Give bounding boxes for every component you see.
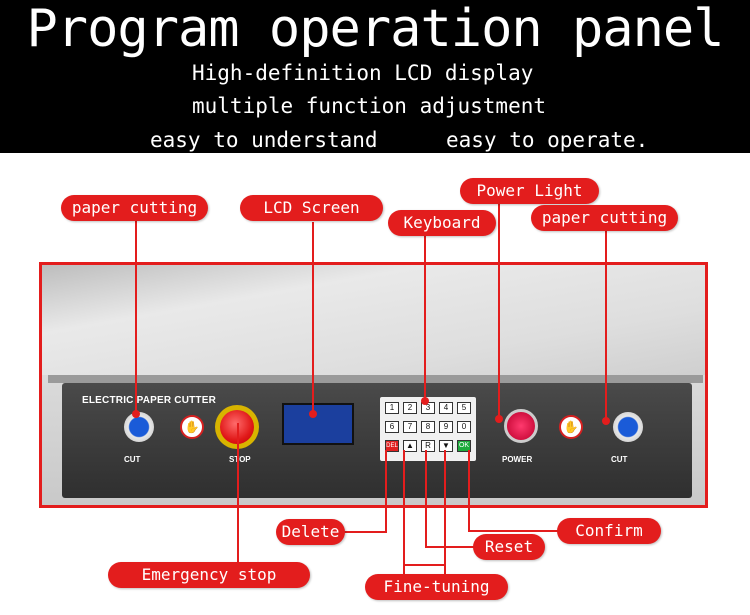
key-1[interactable]: 1 (385, 402, 399, 414)
key-9[interactable]: 9 (439, 421, 453, 433)
callout-line-fine-up (403, 450, 405, 578)
panel-brand-label: ELECTRIC PAPER CUTTER (82, 395, 217, 406)
callout-hline-reset (425, 546, 475, 548)
callout-reset: Reset (473, 534, 545, 560)
machine-panel-lip (48, 375, 703, 383)
callout-line-power (498, 204, 500, 418)
callout-line-estop (237, 423, 239, 565)
keypad: 1 2 3 4 5 6 7 8 9 0 DEL ▲ R ▼ OK (380, 397, 476, 461)
callout-emergency-stop: Emergency stop (108, 562, 310, 588)
key-7[interactable]: 7 (403, 421, 417, 433)
key-down-arrow[interactable]: ▼ (439, 440, 453, 452)
callout-dot-paper-cutting-right (602, 417, 610, 425)
callout-hline-confirm (468, 530, 560, 532)
callout-line-lcd (312, 222, 314, 412)
power-light (504, 409, 538, 443)
callout-dot-power (495, 415, 503, 423)
callout-line-keyboard (424, 236, 426, 400)
control-panel: ELECTRIC PAPER CUTTER CUT ✋ STOP 1 2 3 4… (62, 383, 692, 498)
cut-button-right[interactable] (613, 412, 643, 442)
key-reset[interactable]: R (421, 440, 435, 452)
page-title: Program operation panel (26, 0, 724, 59)
callout-confirm: Confirm (557, 518, 661, 544)
key-4[interactable]: 4 (439, 402, 453, 414)
cut-label-right: CUT (611, 455, 628, 464)
callout-line-fine-down (444, 450, 446, 578)
key-ok[interactable]: OK (457, 440, 471, 452)
callout-dot-paper-cutting-left (132, 410, 140, 418)
callout-line-confirm (468, 450, 470, 531)
callout-line-paper-cutting-left (135, 220, 137, 413)
callout-paper-cutting-right: paper cutting (531, 205, 678, 231)
callout-line-reset (425, 450, 427, 547)
subtitle-line-3b: easy to operate. (446, 128, 649, 152)
machine-table-surface (42, 265, 705, 375)
key-8[interactable]: 8 (421, 421, 435, 433)
key-2[interactable]: 2 (403, 402, 417, 414)
callout-hline-fine (403, 564, 446, 566)
key-0[interactable]: 0 (457, 421, 471, 433)
subtitle-line-1: High-definition LCD display (192, 61, 534, 85)
key-delete[interactable]: DEL (385, 440, 399, 452)
header-banner: Program operation panel High-definition … (0, 0, 750, 153)
subtitle-line-2: multiple function adjustment (192, 94, 547, 118)
callout-dot-lcd (309, 410, 317, 418)
machine-photo: ELECTRIC PAPER CUTTER CUT ✋ STOP 1 2 3 4… (39, 262, 708, 508)
callout-line-paper-cutting-right (605, 230, 607, 420)
key-6[interactable]: 6 (385, 421, 399, 433)
callout-paper-cutting-left: paper cutting (61, 195, 208, 221)
callout-power-light: Power Light (460, 178, 599, 204)
cut-label-left: CUT (124, 455, 141, 464)
power-label: POWER (502, 455, 533, 464)
callout-lcd-screen: LCD Screen (240, 195, 383, 221)
callout-dot-keyboard (421, 397, 429, 405)
key-5[interactable]: 5 (457, 402, 471, 414)
callout-delete: Delete (276, 519, 345, 545)
subtitle-line-3a: easy to understand (150, 128, 378, 152)
cut-button-left[interactable] (124, 412, 154, 442)
no-hands-warning-icon: ✋ (180, 415, 204, 439)
stop-label: STOP (229, 455, 251, 464)
callout-line-delete (385, 450, 387, 532)
callout-hline-delete (342, 531, 387, 533)
key-up-arrow[interactable]: ▲ (403, 440, 417, 452)
callout-keyboard: Keyboard (388, 210, 496, 236)
lcd-screen (282, 403, 354, 445)
no-hands-warning-icon-right: ✋ (559, 415, 583, 439)
callout-fine-tuning: Fine-tuning (365, 574, 508, 600)
